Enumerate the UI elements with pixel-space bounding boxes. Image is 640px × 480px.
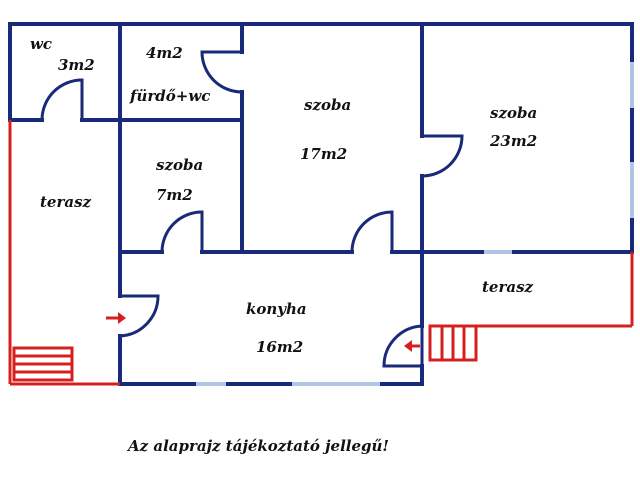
door-bath — [200, 50, 243, 94]
label-bath-name: fürdő+wc — [129, 87, 210, 105]
label-kitchen-name: konyha — [246, 300, 307, 318]
door-room7 — [160, 210, 204, 253]
door-room23 — [421, 134, 464, 178]
arrow-left-entrance — [106, 312, 126, 324]
room-labels: wc 3m2 4m2 fürdő+wc szoba 17m2 szoba 23m… — [30, 35, 537, 356]
label-wc-name: wc — [30, 35, 52, 53]
windows — [194, 60, 634, 386]
door-kitchen-left — [119, 294, 160, 338]
arrow-right-entrance — [404, 340, 420, 352]
door-wc — [40, 78, 84, 121]
disclaimer-note: Az alaprajz tájékoztató jellegű! — [126, 437, 389, 455]
label-terrace-left: terasz — [40, 193, 92, 211]
doors — [40, 50, 464, 368]
label-room23-area: 23m2 — [489, 132, 537, 150]
walls — [8, 22, 634, 386]
door-room17 — [350, 210, 394, 253]
label-terrace-right: terasz — [482, 278, 534, 296]
door-kitchen-right — [382, 324, 424, 368]
label-kitchen-area: 16m2 — [256, 338, 303, 356]
label-room23-name: szoba — [490, 104, 537, 122]
label-room17-name: szoba — [304, 96, 351, 114]
label-wc-area: 3m2 — [58, 56, 95, 74]
label-room7-area: 7m2 — [156, 186, 193, 204]
entrance-arrows — [106, 312, 420, 352]
terraces — [8, 120, 634, 386]
label-room17-area: 17m2 — [300, 145, 347, 163]
label-room7-name: szoba — [156, 156, 203, 174]
label-bath-area: 4m2 — [146, 44, 183, 62]
